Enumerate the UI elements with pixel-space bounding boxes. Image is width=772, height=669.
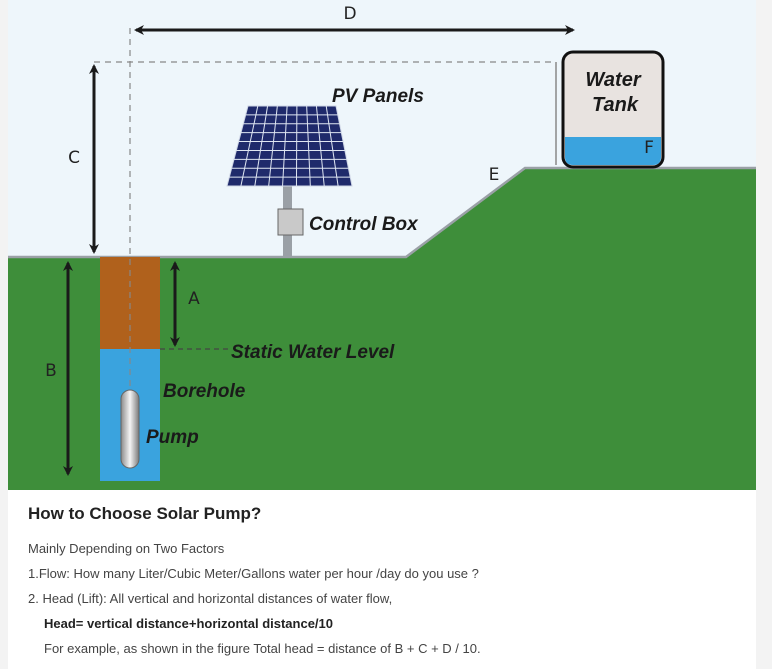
article-body: How to Choose Solar Pump? Mainly Dependi…: [28, 504, 748, 667]
label-b: B: [45, 361, 57, 381]
text-line-head: 2. Head (Lift): All vertical and horizon…: [28, 591, 393, 606]
label-pv-panels: PV Panels: [332, 86, 424, 107]
label-pump: Pump: [146, 427, 199, 448]
label-d: D: [343, 4, 356, 24]
label-e: E: [489, 165, 500, 185]
article-heading: How to Choose Solar Pump?: [28, 504, 262, 523]
text-line-factors: Mainly Depending on Two Factors: [28, 541, 225, 556]
pump-icon: [120, 389, 140, 469]
text-line-formula: Head= vertical distance+horizontal dista…: [44, 616, 334, 631]
solar-pump-diagram: D C B A E F PV Panels Control Box Water …: [8, 0, 756, 490]
label-static-water-level: Static Water Level: [231, 342, 395, 363]
panel-grid-col: [282, 105, 288, 187]
panel-grid-col: [240, 105, 259, 187]
panel-grid-col: [306, 105, 311, 187]
label-water-tank-2: Tank: [592, 94, 639, 116]
label-a: A: [188, 289, 200, 309]
text-line-flow: 1.Flow: How many Liter/Cubic Meter/Gallo…: [28, 566, 479, 581]
panel-grid-col: [315, 105, 325, 187]
diagram-canvas: D C B A E F PV Panels Control Box Water …: [8, 0, 756, 490]
label-c: C: [68, 148, 80, 168]
label-water-tank-1: Water: [585, 69, 641, 91]
label-control-box: Control Box: [309, 214, 419, 235]
label-f: F: [644, 138, 654, 158]
panel-grid-col: [268, 105, 278, 187]
control-box-icon: [277, 208, 304, 236]
ground-area: [8, 168, 756, 490]
panel-grid-col: [325, 105, 339, 187]
label-borehole: Borehole: [163, 381, 246, 402]
content-card: D C B A E F PV Panels Control Box Water …: [8, 0, 756, 669]
panel-grid-col: [254, 105, 269, 187]
water-tank-icon: [561, 50, 665, 169]
text-line-example: For example, as shown in the figure Tota…: [44, 641, 481, 656]
